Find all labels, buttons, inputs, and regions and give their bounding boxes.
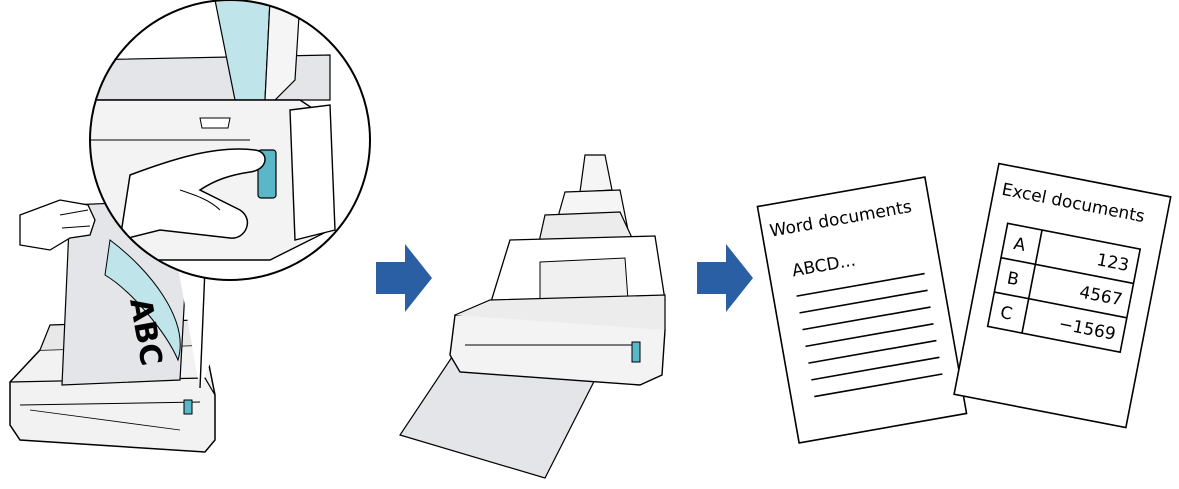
excel-row-label: C — [999, 303, 1014, 325]
step-scanning — [399, 154, 666, 479]
excel-row-label: A — [1012, 234, 1028, 256]
excel-table: A 123 B 4567 C −1569 — [986, 222, 1142, 354]
word-document: Word documents ABCD... — [756, 176, 968, 444]
excel-document: Excel documents A 123 B 4567 C −1569 — [953, 162, 1172, 429]
holding-hand — [19, 199, 96, 251]
arrow-right-icon-2 — [697, 244, 753, 312]
step-output: Word documents ABCD... Excel documents — [756, 162, 1172, 444]
arrow-right-icon-1 — [376, 244, 432, 312]
magnifier-callout — [89, 0, 371, 281]
excel-row-label: B — [1005, 268, 1020, 290]
scan-button-small — [183, 399, 193, 415]
scan-button-large — [631, 341, 641, 363]
word-doc-text-lines — [796, 272, 943, 398]
step-load-and-press: ABC — [9, 0, 371, 453]
